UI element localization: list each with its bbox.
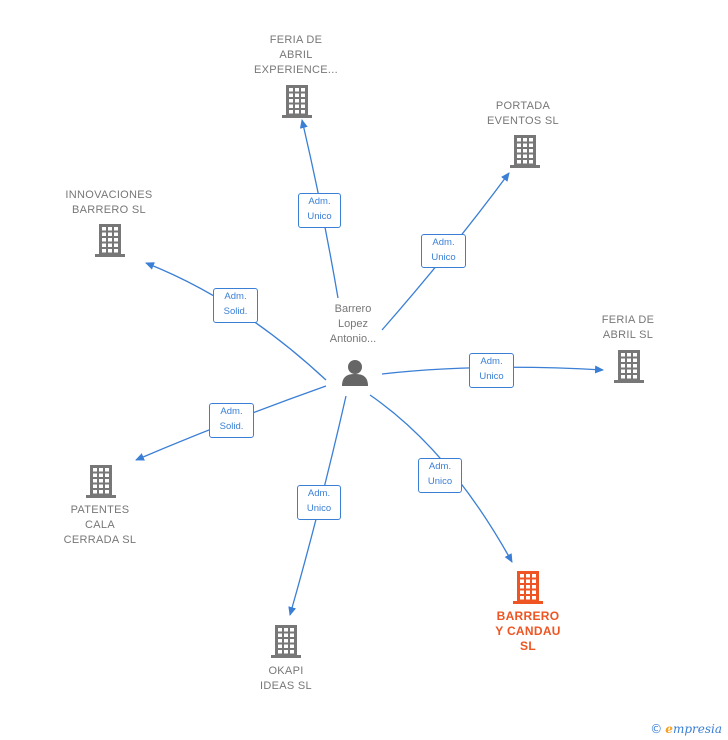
building-icon-highlighted[interactable] xyxy=(513,570,543,609)
edge-label-patentes-cala: Adm. Solid. xyxy=(209,403,254,438)
edge-label-okapi-ideas: Adm. Unico xyxy=(297,485,341,520)
company-label-patentes-cala[interactable]: PATENTES CALA CERRADA SL xyxy=(63,504,137,546)
company-label-feria-abril[interactable]: FERIA DE ABRIL SL xyxy=(601,314,655,341)
building-icon[interactable] xyxy=(86,464,116,503)
company-label-portada-eventos[interactable]: PORTADA EVENTOS SL xyxy=(487,100,559,127)
brand-initial: e xyxy=(665,722,673,736)
company-label-okapi-ideas[interactable]: OKAPI IDEAS SL xyxy=(260,665,312,692)
empresia-logo: ©empresia xyxy=(650,722,722,736)
copyright-symbol: © xyxy=(650,722,663,736)
building-icon[interactable] xyxy=(95,223,125,262)
edge-label-feria-experience: Adm. Unico xyxy=(298,193,341,228)
edge-label-portada-eventos: Adm. Unico xyxy=(421,234,466,268)
edge-label-feria-abril: Adm. Unico xyxy=(469,353,514,388)
company-label-innovaciones-barrero[interactable]: INNOVACIONES BARRERO SL xyxy=(65,189,153,216)
building-icon[interactable] xyxy=(614,349,644,388)
company-label-barrero-candau[interactable]: BARRERO Y CANDAU SL xyxy=(495,609,561,653)
building-icon[interactable] xyxy=(510,134,540,173)
brand-name: mpresia xyxy=(672,722,722,736)
company-label-feria-experience[interactable]: FERIA DE ABRIL EXPERIENCE... xyxy=(254,34,338,76)
person-icon[interactable] xyxy=(340,358,370,391)
building-icon[interactable] xyxy=(271,624,301,663)
edge-label-barrero-candau: Adm. Unico xyxy=(418,458,462,493)
edge-label-innovaciones-barrero: Adm. Solid. xyxy=(213,288,258,323)
building-icon[interactable] xyxy=(282,84,312,123)
center-person-name[interactable]: Barrero Lopez Antonio... xyxy=(329,303,377,345)
